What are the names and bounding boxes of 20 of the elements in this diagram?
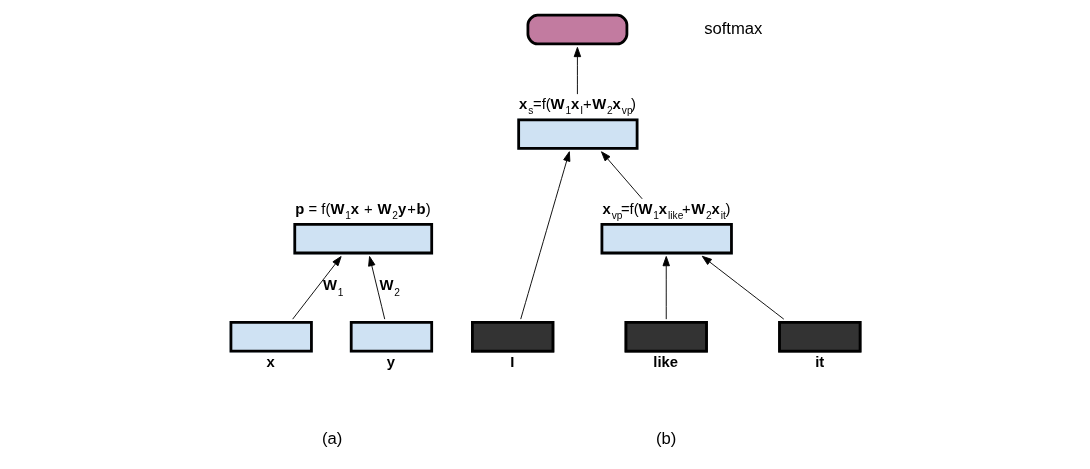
arrow	[701, 255, 784, 320]
edge-label: W$_{2}$	[378, 277, 400, 298]
arrow	[367, 256, 385, 320]
node-label: like	[652, 354, 678, 371]
node-label: it	[814, 354, 824, 371]
node-label: y	[386, 354, 395, 371]
arrow	[662, 256, 670, 320]
node-label: I	[509, 354, 514, 371]
arrow	[519, 151, 570, 320]
label: (a)	[321, 429, 342, 449]
node-label: x$_{s}$=f(W$_{1}$x$_{I}$+W$_{2}$x$_{vp}$)	[518, 95, 636, 117]
node-label: x	[266, 354, 275, 371]
edge-label: W$_{1}$	[322, 277, 343, 298]
label: (b)	[655, 429, 676, 449]
arrow	[573, 46, 581, 95]
arrow	[600, 151, 643, 200]
arrow	[291, 256, 342, 320]
label: softmax	[703, 18, 762, 38]
node-label: x$_{vp}$=f(W$_{1}$x$_{like}$+W$_{2}$x$_{it}$)	[601, 200, 730, 221]
node-label: p = f(W$_{1}$x + W$_{2}$y+b)	[294, 200, 431, 221]
